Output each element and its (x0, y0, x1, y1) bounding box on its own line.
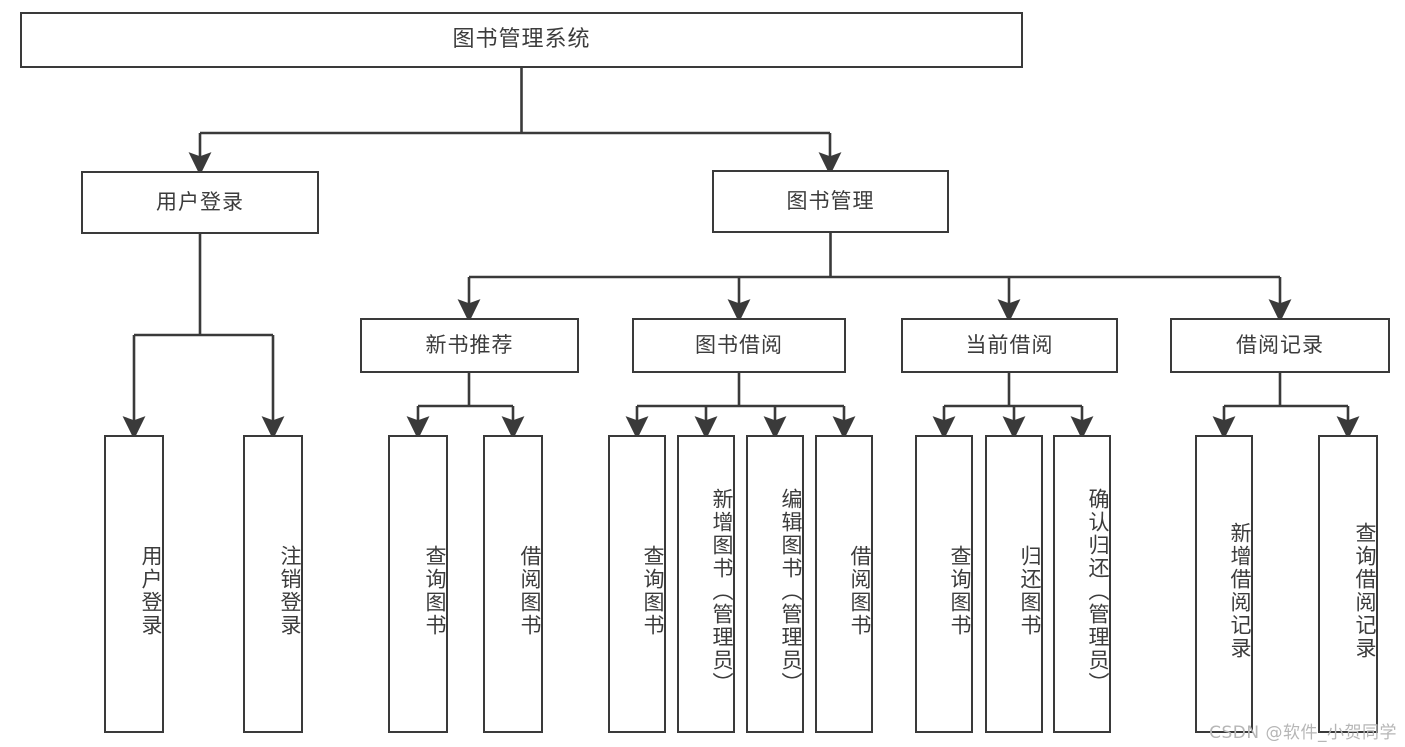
node-label: 借阅图书 (848, 545, 872, 637)
node-label: 新增借阅记录 (1228, 522, 1252, 660)
node-borrow-borrow-book[interactable]: 借阅图书 (815, 435, 873, 733)
node-label: 编辑图书（管理员） (779, 487, 803, 695)
node-borrow-add-book[interactable]: 新增图书（管理员） (677, 435, 735, 733)
node-root-system[interactable]: 图书管理系统 (20, 12, 1023, 68)
node-book-manage[interactable]: 图书管理 (712, 170, 949, 233)
node-recommend-borrow-book[interactable]: 借阅图书 (483, 435, 543, 733)
node-label: 借阅图书 (518, 545, 542, 637)
watermark-text: CSDN @软件_小贺同学 (1209, 723, 1397, 743)
node-label: 借阅记录 (1236, 332, 1324, 357)
node-borrow-edit-book[interactable]: 编辑图书（管理员） (746, 435, 804, 733)
node-label: 新增图书（管理员） (710, 487, 734, 695)
node-label: 查询借阅记录 (1353, 522, 1377, 660)
node-label: 图书管理系统 (452, 26, 591, 52)
node-label: 查询图书 (641, 545, 665, 637)
node-record-query-record[interactable]: 查询借阅记录 (1318, 435, 1378, 733)
node-current-confirm-return[interactable]: 确认归还（管理员） (1053, 435, 1111, 733)
node-label: 查询图书 (948, 545, 972, 637)
node-label: 确认归还（管理员） (1086, 487, 1110, 695)
node-borrow-record[interactable]: 借阅记录 (1170, 318, 1390, 373)
node-new-book-recommend[interactable]: 新书推荐 (360, 318, 579, 373)
node-current-query-book[interactable]: 查询图书 (915, 435, 973, 733)
node-label: 图书借阅 (695, 332, 783, 357)
node-label: 注销登录 (278, 545, 302, 637)
node-current-borrow[interactable]: 当前借阅 (901, 318, 1118, 373)
node-label: 当前借阅 (965, 332, 1054, 357)
node-label: 用户登录 (156, 189, 244, 214)
node-label: 用户登录 (139, 545, 163, 637)
node-book-borrow[interactable]: 图书借阅 (632, 318, 846, 373)
node-label: 新书推荐 (425, 332, 514, 357)
node-current-return-book[interactable]: 归还图书 (985, 435, 1043, 733)
node-recommend-query-book[interactable]: 查询图书 (388, 435, 448, 733)
node-user-login[interactable]: 用户登录 (81, 171, 319, 234)
node-record-add-record[interactable]: 新增借阅记录 (1195, 435, 1253, 733)
node-user-login-logout[interactable]: 注销登录 (243, 435, 303, 733)
node-label: 归还图书 (1018, 545, 1042, 637)
node-borrow-query-book[interactable]: 查询图书 (608, 435, 666, 733)
node-user-login-login[interactable]: 用户登录 (104, 435, 164, 733)
node-label: 图书管理 (786, 188, 875, 213)
node-label: 查询图书 (423, 545, 447, 637)
